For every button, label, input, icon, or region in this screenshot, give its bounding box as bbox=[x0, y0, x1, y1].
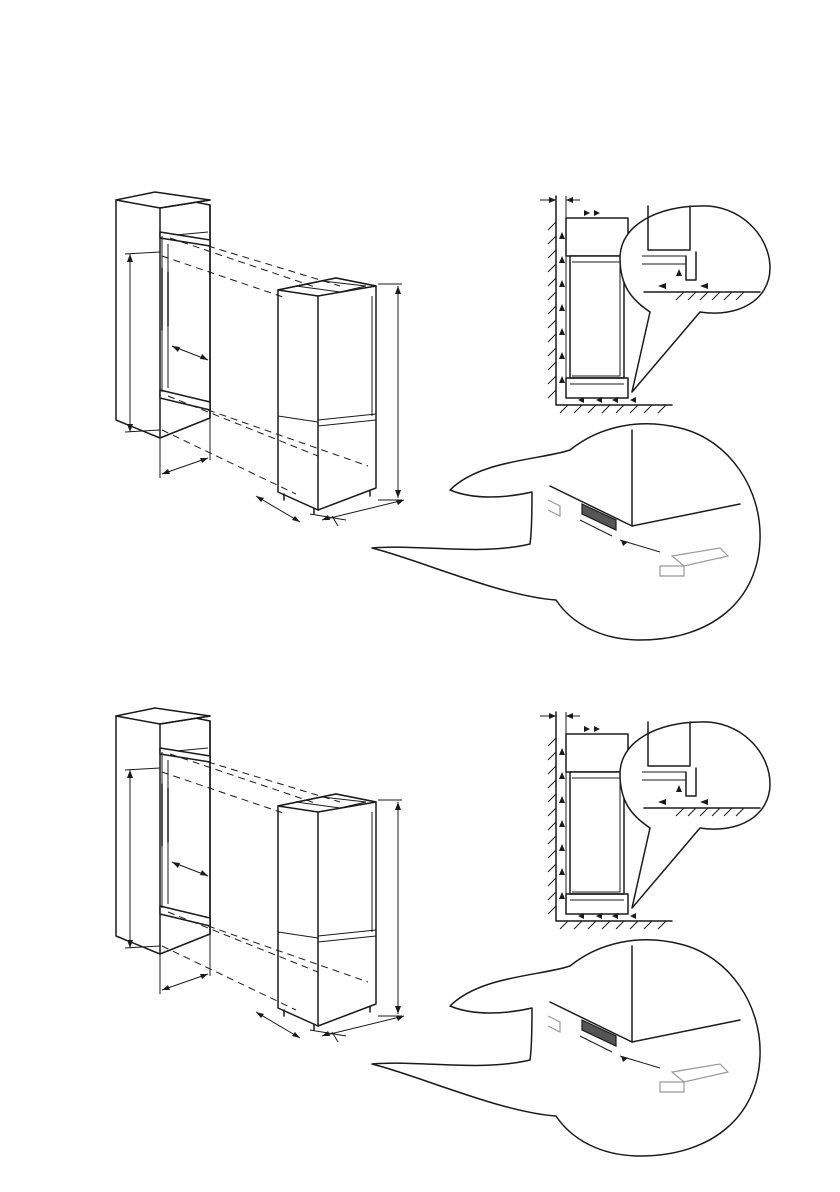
bottom-detail-top bbox=[372, 424, 760, 640]
bottom-detail-bottom bbox=[372, 940, 760, 1156]
fridge-bottom bbox=[256, 794, 404, 1042]
guide-line bbox=[162, 430, 296, 494]
guide-line bbox=[162, 946, 296, 1010]
side-section-top bbox=[540, 196, 770, 413]
fridge-top bbox=[256, 278, 404, 526]
guide-line bbox=[208, 762, 340, 802]
cabinet-niche-bottom bbox=[116, 708, 210, 994]
guide-line bbox=[208, 246, 340, 286]
cabinet-niche-top bbox=[116, 192, 210, 478]
panel-bottom bbox=[116, 708, 770, 1156]
side-section-bottom bbox=[540, 712, 770, 929]
panel-top bbox=[116, 192, 770, 640]
